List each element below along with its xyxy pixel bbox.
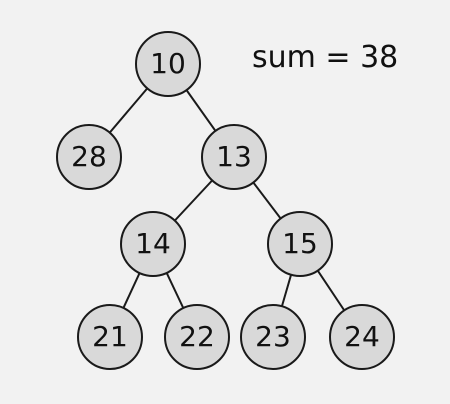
tree-node-21: 21 (77, 304, 143, 370)
tree-node-circle (240, 304, 306, 370)
tree-node-value: 28 (71, 140, 107, 173)
tree-node-value: 13 (216, 140, 252, 173)
tree-node-10: 10 (135, 31, 201, 97)
tree-node-value: 23 (255, 320, 291, 353)
tree-node-23: 23 (240, 304, 306, 370)
tree-node-value: 24 (344, 320, 380, 353)
tree-node-value: 14 (135, 227, 171, 260)
tree-node-circle (77, 304, 143, 370)
tree-node-22: 22 (164, 304, 230, 370)
tree-node-value: 10 (150, 47, 186, 80)
tree-node-value: 15 (282, 227, 318, 260)
tree-node-circle (120, 211, 186, 277)
tree-node-circle (201, 124, 267, 190)
tree-node-15: 15 (267, 211, 333, 277)
tree-node-circle (56, 124, 122, 190)
tree-node-28: 28 (56, 124, 122, 190)
tree-node-value: 22 (179, 320, 215, 353)
tree-node-circle (329, 304, 395, 370)
tree-node-24: 24 (329, 304, 395, 370)
tree-node-circle (135, 31, 201, 97)
tree-node-14: 14 (120, 211, 186, 277)
tree-node-circle (267, 211, 333, 277)
tree-node-circle (164, 304, 230, 370)
tree-edges (88, 63, 363, 338)
sum-annotation: sum = 38 (252, 40, 399, 75)
tree-node-value: 21 (92, 320, 128, 353)
tree-node-13: 13 (201, 124, 267, 190)
